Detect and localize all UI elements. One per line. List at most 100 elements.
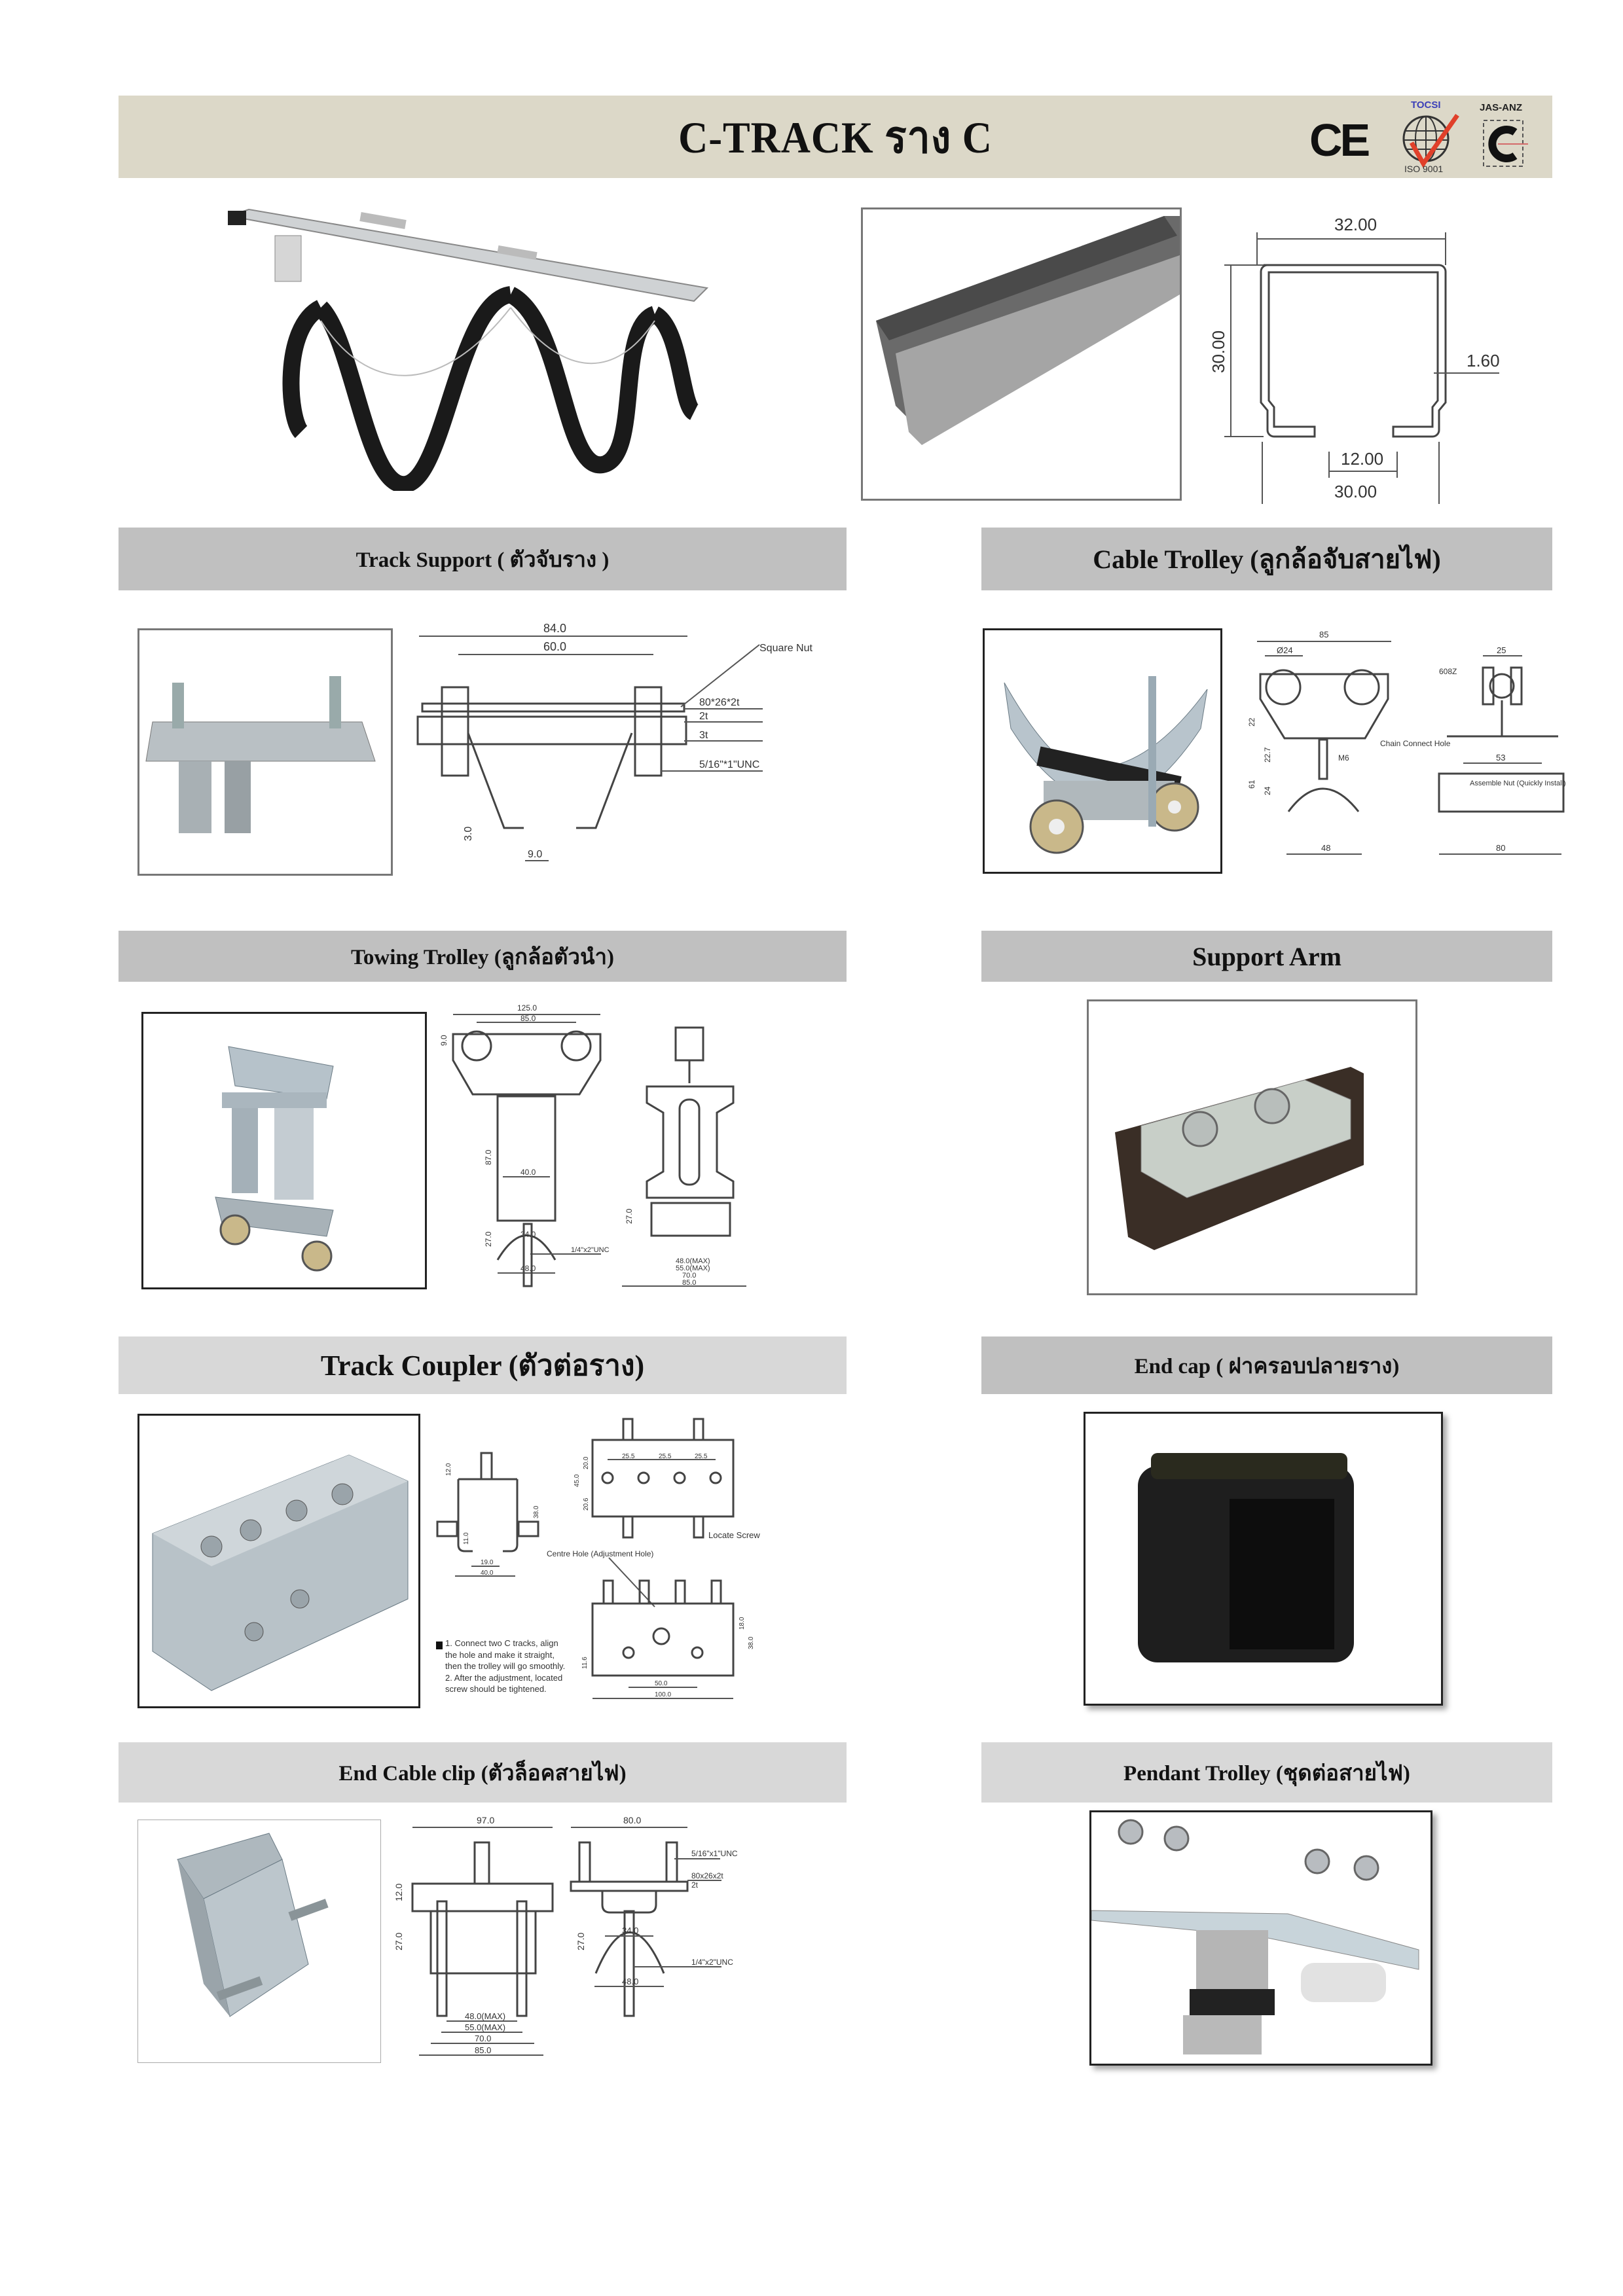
end-cable-clip-photo	[137, 1820, 381, 2063]
dim-85: 85.0	[520, 1014, 536, 1023]
dim-48: 48	[1321, 843, 1330, 853]
dim-18: 18.0	[739, 1617, 746, 1630]
jas-anz-logo-icon	[1483, 120, 1528, 167]
dim-85: 85.0	[475, 2045, 491, 2055]
dim-9: 9.0	[439, 1035, 448, 1046]
dim-100: 100.0	[655, 1691, 671, 1698]
certification-logos: CE TOCSI ISO 9001 JAS-ANZ	[1303, 99, 1539, 177]
dim-12: 12.0	[393, 1884, 404, 1901]
dim-97: 97.0	[477, 1815, 494, 1825]
header-band: C-TRACK ราง C	[119, 96, 1552, 178]
towing-trolley-drawing: 125.0 85.0 9.0 87.0 40.0 27.0 34.0 1/4"x…	[439, 1003, 746, 1287]
dim-45: 45.0	[574, 1474, 581, 1487]
dim-27b: 27.0	[575, 1933, 586, 1950]
dim-80: 80.0	[623, 1815, 641, 1825]
track-support-drawing: 84.0 60.0 Square Nut 80*26*2t 2t 3t 5/16…	[416, 622, 812, 861]
dim-48max: 48.0(MAX)	[676, 1257, 710, 1265]
dim-25: 25	[1497, 645, 1506, 655]
dim-27b: 27.0	[625, 1208, 634, 1224]
track-coupler-drawing: 12.0 38.0 11.0 19.0 40.0 25.5 25.5 25.5 …	[436, 1418, 760, 1699]
dim-48max: 48.0(MAX)	[465, 2011, 505, 2021]
dim-20: 20.0	[583, 1456, 590, 1469]
dim-53: 53	[1496, 753, 1505, 762]
dim-70: 70.0	[475, 2034, 491, 2043]
coupler-note-2: 2. After the adjustment, located screw s…	[445, 1672, 563, 1695]
dim-22-7: 22.7	[1263, 747, 1272, 762]
dim-20-6: 20.6	[583, 1498, 590, 1511]
dim-25-5-b: 25.5	[659, 1453, 672, 1460]
cable-trolley-drawing: 85 Ø24 Chain Connect Hole 22 22.7 M6 61 …	[1247, 630, 1566, 855]
dim-height: 30.00	[1209, 331, 1228, 373]
page-title: C-TRACK ราง C	[678, 113, 993, 162]
dim-38: 38.0	[533, 1505, 540, 1518]
label-bolt-bottom: 1/4"x2"UNC	[691, 1958, 733, 1967]
section-title-end-cap: End cap ( ฝาครอบปลายราง)	[981, 1336, 1552, 1394]
dim-thickness: 1.60	[1467, 351, 1500, 370]
dim-lip: 3.0	[463, 827, 474, 841]
c-track-rail-photo	[861, 207, 1182, 501]
section-title-track-support: Track Support ( ตัวจับราง )	[119, 528, 847, 590]
dim-40: 40.0	[481, 1570, 494, 1577]
label-assemble-nut: Assemble Nut (Quickly Install)	[1470, 780, 1566, 787]
label-square-nut: Square Nut	[759, 643, 812, 654]
coupler-note-1: 1. Connect two C tracks, align the hole …	[445, 1638, 566, 1672]
dim-125: 125.0	[517, 1003, 537, 1013]
jas-anz-label: JAS-ANZ	[1480, 102, 1523, 113]
dim-50: 50.0	[655, 1680, 668, 1687]
dim-wheel: Ø24	[1277, 645, 1293, 655]
track-support-photo	[137, 628, 393, 876]
label-centre-hole: Centre Hole (Adjustment Hole)	[547, 1549, 653, 1558]
support-arm-photo	[1087, 999, 1417, 1295]
dim-width-bottom: 30.00	[1334, 482, 1377, 501]
label-2t: 2t	[699, 711, 708, 722]
iso-label: ISO 9001	[1404, 164, 1444, 174]
section-title-cable-trolley: Cable Trolley (ลูกล้อจับสายไฟ)	[981, 528, 1552, 590]
section-title-end-cable-clip: End Cable clip (ตัวล็อคสายไฟ)	[119, 1742, 847, 1803]
dim-25-5-c: 25.5	[695, 1453, 708, 1460]
dim-70: 70.0	[682, 1272, 696, 1280]
dim-55max: 55.0(MAX)	[465, 2022, 505, 2032]
dim-bolt-spacing: 60.0	[543, 640, 566, 653]
track-coupler-photo	[137, 1414, 420, 1708]
end-cable-clip-drawing: 97.0 12.0 27.0 48.0(MAX) 55.0(MAX) 70.0 …	[393, 1815, 738, 2056]
towing-trolley-photo	[141, 1012, 427, 1289]
dim-11-6: 11.6	[581, 1657, 589, 1669]
dim-85b: 85.0	[682, 1279, 696, 1287]
dim-55max: 55.0(MAX)	[676, 1265, 710, 1272]
dim-m6: M6	[1338, 753, 1349, 762]
label-plate: 80*26*2t	[699, 697, 740, 708]
section-title-support-arm: Support Arm	[981, 931, 1552, 982]
dim-opening: 12.00	[1341, 449, 1383, 469]
cable-trolley-photo	[983, 628, 1222, 874]
tocsi-label: TOCSI	[1411, 99, 1441, 111]
dim-22: 22	[1247, 717, 1256, 726]
tocsi-globe-icon	[1402, 113, 1459, 168]
label-bolt-top: 5/16"x1"UNC	[691, 1849, 738, 1858]
dim-overall: 85	[1319, 630, 1328, 639]
dim-27: 27.0	[393, 1933, 404, 1950]
dim-width-top: 32.00	[1334, 215, 1377, 234]
c-profile-drawing: 32.00 30.00 1.60 12.00 30.00	[1209, 215, 1500, 504]
dim-25-5-a: 25.5	[622, 1453, 635, 1460]
dim-gap: 9.0	[528, 849, 542, 860]
dim-61: 61	[1247, 780, 1256, 789]
label-plate: 80x26x2t	[691, 1871, 723, 1880]
section-title-towing-trolley: Towing Trolley (ลูกล้อตัวนำ)	[119, 931, 847, 982]
dim-12: 12.0	[445, 1463, 452, 1476]
section-title-track-coupler: Track Coupler (ตัวต่อราง)	[119, 1336, 847, 1394]
dim-87: 87.0	[484, 1149, 493, 1165]
label-chain-hole: Chain Connect Hole	[1380, 739, 1451, 748]
ce-mark-logo: CE	[1309, 115, 1370, 166]
dim-38b: 38.0	[748, 1636, 755, 1649]
dim-40: 40.0	[520, 1168, 536, 1177]
c-track-system-photo	[228, 208, 709, 491]
label-bolt: 5/16"*1"UNC	[699, 759, 759, 770]
label-2t: 2t	[691, 1880, 699, 1890]
pendant-trolley-photo	[1089, 1810, 1432, 2066]
dim-24: 24	[1263, 786, 1272, 795]
dim-overall: 84.0	[543, 622, 566, 635]
label-bearing: 608Z	[1439, 667, 1457, 676]
dim-80: 80	[1496, 843, 1505, 853]
dim-34: 34.0	[622, 1926, 638, 1935]
label-locate-screw: Locate Screw	[708, 1530, 760, 1540]
